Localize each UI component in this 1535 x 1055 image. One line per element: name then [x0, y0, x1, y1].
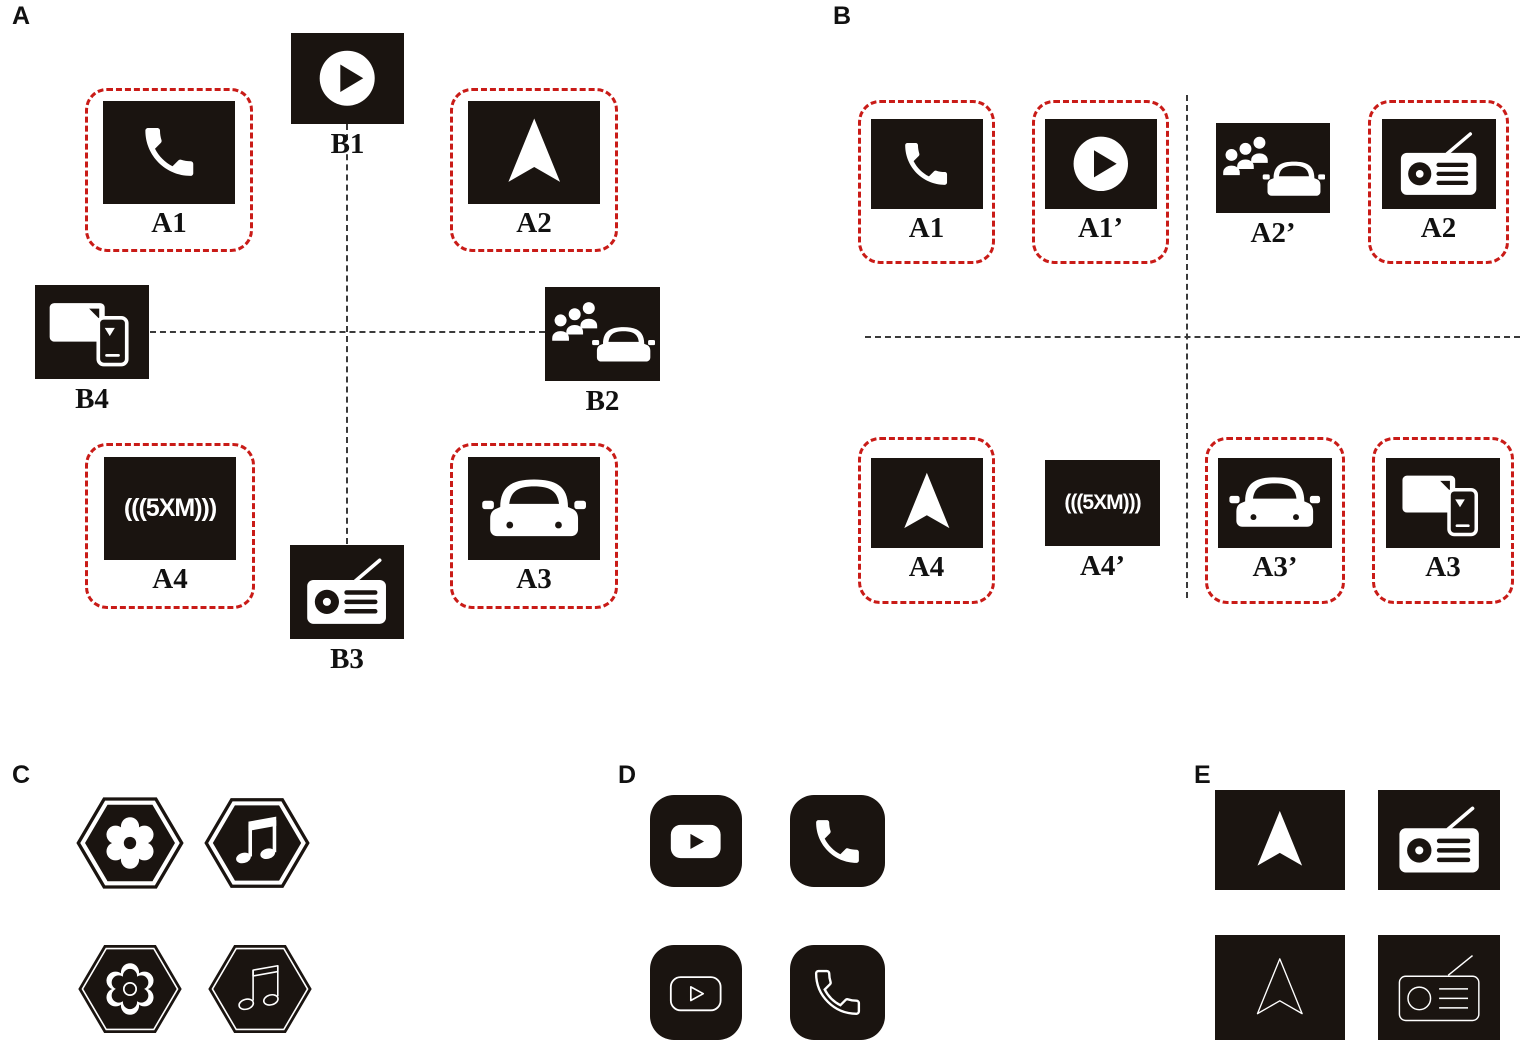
panel-b-horizontal-guide-line [865, 336, 1520, 338]
phone-handset-outline-icon [790, 945, 885, 1040]
item-b-a2p: A2’ [1216, 123, 1330, 250]
label-b-a3: A3 [1425, 550, 1461, 583]
phone-handset-outline-icon [814, 969, 861, 1016]
navigation-arrow-icon [468, 100, 600, 204]
play-icon [1073, 136, 1128, 192]
item-b3: B3 [290, 545, 404, 676]
radio-solid-icon [1394, 800, 1484, 880]
car-share-icon [1216, 123, 1330, 213]
screen-mirror-icon [47, 301, 129, 367]
panel-c-label: C [12, 761, 31, 789]
phone-icon [103, 100, 235, 204]
highlight-box-a1: A1 [85, 88, 253, 252]
label-b4: B4 [75, 383, 109, 415]
video-play-solid-icon [671, 825, 721, 859]
screen-mirror-icon [1386, 457, 1500, 548]
label-b-a4: A4 [908, 550, 945, 583]
panel-b-vertical-guide-line [1186, 95, 1188, 598]
item-b2: B2 [545, 287, 660, 418]
highlight-box-b-a2: A2 [1368, 100, 1509, 264]
navigation-arrow-solid-icon [1215, 790, 1345, 890]
label-b-a1: A1 [908, 212, 945, 245]
item-b1: B1 [291, 33, 404, 161]
label-b3: B3 [330, 643, 364, 675]
label-b-a4p: A4’ [1079, 550, 1126, 582]
panel-e-label: E [1194, 761, 1211, 789]
label-a4: A4 [152, 562, 188, 595]
navigation-arrow-outline-icon [1257, 957, 1303, 1014]
satellite-radio-icon-text: (((5XM))) [123, 493, 217, 522]
label-a3: A3 [516, 562, 552, 595]
highlight-box-b-a1: A1 [858, 100, 995, 264]
highlight-box-b-a4: A4 [858, 437, 995, 604]
music-note-hexagon-outline-icon [207, 944, 313, 1034]
radio-outline-icon [1398, 954, 1480, 1021]
label-a1: A1 [151, 206, 187, 239]
car-share-icon [551, 302, 655, 362]
label-b2: B2 [585, 385, 620, 417]
gear-hexagon-outline-icon [77, 944, 183, 1034]
highlight-box-b-a1p: A1’ [1032, 100, 1169, 264]
car-icon [468, 456, 600, 560]
highlight-box-a2: A2 [450, 88, 618, 252]
phone-icon [905, 143, 948, 185]
highlight-box-a3: A3 [450, 443, 618, 609]
highlight-box-b-a3: A3 [1372, 437, 1514, 604]
car-share-icon [545, 287, 660, 381]
label-a2: A2 [516, 206, 552, 239]
radio-icon [290, 545, 404, 639]
car-icon [482, 479, 586, 537]
highlight-box-b-a3p: A3’ [1205, 437, 1345, 604]
video-play-outline-icon [650, 945, 742, 1040]
item-b-a4p: (((5XM))) A4’ [1045, 460, 1160, 583]
music-note-hexagon-solid-icon [204, 798, 310, 888]
item-b4: B4 [35, 285, 149, 416]
radio-solid-icon [1378, 790, 1500, 890]
gear-hexagon-solid-icon [76, 797, 184, 889]
radio-icon [301, 554, 392, 629]
play-icon [1044, 119, 1157, 210]
panel-a-horizontal-guide-line [150, 331, 545, 333]
navigation-arrow-icon [903, 473, 950, 529]
navigation-arrow-solid-icon [1257, 810, 1303, 866]
label-b-a3p: A3’ [1252, 550, 1298, 583]
play-icon [319, 50, 376, 107]
label-b-a2: A2 [1420, 212, 1457, 245]
video-play-outline-icon [670, 975, 722, 1011]
screen-mirror-icon [1400, 473, 1479, 536]
panel-d-label: D [618, 761, 637, 789]
video-play-solid-icon [650, 795, 742, 887]
phone-icon [870, 119, 983, 210]
phone-icon [145, 128, 193, 176]
highlight-box-a4: (((5XM))) A4 [85, 443, 255, 609]
phone-handset-solid-icon [790, 795, 885, 887]
car-icon [1218, 457, 1332, 548]
label-b-a1p: A1’ [1077, 212, 1124, 245]
car-icon [1229, 477, 1321, 528]
phone-handset-solid-icon [816, 819, 859, 863]
radio-outline-icon [1378, 935, 1500, 1040]
label-b-a2p: A2’ [1250, 217, 1296, 249]
screen-mirror-icon [35, 285, 149, 379]
satellite-radio-icon: (((5XM))) [104, 456, 236, 560]
play-icon [291, 33, 404, 124]
satellite-radio-icon: (((5XM))) [1045, 460, 1160, 546]
radio-icon [1393, 128, 1484, 200]
panel-b-label: B [833, 2, 852, 30]
navigation-arrow-icon [508, 118, 560, 182]
navigation-arrow-icon [870, 457, 983, 548]
panel-a-vertical-guide-line [346, 124, 348, 544]
satellite-radio-icon-text: (((5XM))) [1064, 491, 1141, 514]
navigation-arrow-outline-icon [1215, 935, 1345, 1040]
panel-a-label: A [12, 2, 31, 30]
radio-icon [1381, 119, 1496, 210]
car-share-icon [1222, 136, 1325, 196]
label-b1: B1 [330, 128, 365, 160]
